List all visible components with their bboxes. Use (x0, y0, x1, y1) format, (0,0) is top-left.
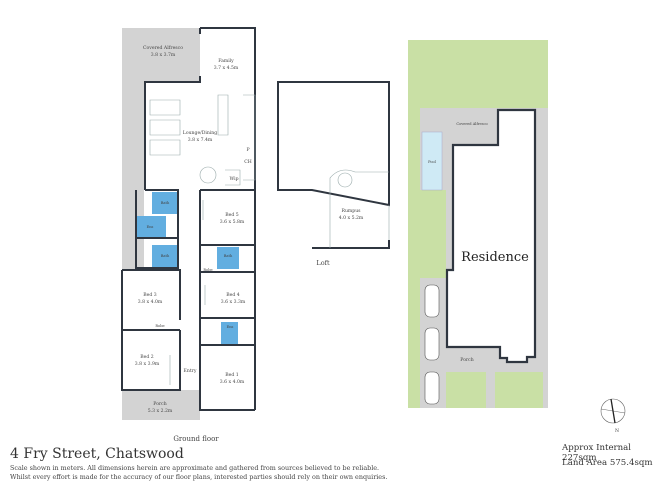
room-size: 3.8 x 3.7m (151, 52, 176, 58)
room-size: 4.0 x 5.2m (339, 215, 364, 221)
room-label: Bed 2 (140, 354, 153, 360)
walls (121, 27, 256, 411)
room-size: 3.8 x 3.9m (135, 361, 160, 367)
room-size: 3.6 x 3.3m (221, 299, 246, 305)
alfresco-area (122, 28, 200, 82)
area-label: Porch (460, 357, 473, 363)
loft-plan: Rumpus 4.0 x 5.2m Loft (277, 81, 390, 267)
room-label: Family (218, 58, 234, 64)
room-size: 3.8 x 4.0m (138, 299, 163, 305)
land-area: Land Area 575.4sqm (562, 458, 653, 468)
area-label: Covered Alfresco (456, 122, 487, 126)
room-label: CH (244, 159, 252, 165)
pool (421, 131, 443, 191)
room-size: 3.6 x 4.0m (220, 379, 245, 385)
residence-label: Residence (461, 250, 529, 265)
compass-icon: N (600, 398, 626, 434)
car-icon (424, 327, 440, 361)
cars (424, 284, 440, 405)
room-label: Covered Alfresco (143, 45, 183, 51)
side-path (122, 82, 144, 270)
bath-fill (217, 247, 239, 269)
floor-caption: Ground floor (173, 435, 219, 443)
room-label: Bath (161, 201, 170, 205)
rumpus-opening (329, 169, 390, 248)
room-label: Bed 4 (226, 292, 239, 298)
bath-fill (152, 192, 178, 214)
room-label: Bed 3 (143, 292, 156, 298)
room-label: Ens (147, 225, 154, 229)
room-label: Wip (229, 176, 238, 182)
internal-area: Approx Internal 227sqm (562, 443, 632, 463)
room-label: Ens (227, 325, 234, 329)
room-label: Lounge/Dining (183, 130, 217, 136)
room-label: Bed 1 (225, 372, 238, 378)
room-label: P (246, 147, 249, 153)
ensuite-fill (221, 322, 238, 344)
ground-floor-plan: Covered Alfresco 3.8 x 3.7m Family 3.7 x… (121, 27, 256, 443)
floor-caption: Loft (316, 259, 330, 267)
spiral-stair (199, 166, 217, 184)
room-size: 3.6 x 5.8m (220, 219, 245, 225)
room-size: 5.3 x 2.2m (148, 408, 173, 414)
room-label: Bed 5 (225, 212, 238, 218)
side-lawn (420, 190, 446, 278)
site-plan: Covered Alfresco Pool Residence Porch N (408, 40, 626, 434)
ensuite-fill (136, 216, 166, 238)
room-label: Bath (224, 254, 233, 258)
loft-walls (277, 81, 390, 249)
property-address: 4 Fry Street, Chatswood (10, 446, 184, 462)
front-garden (495, 372, 543, 408)
room-size: 3.8 x 7.4m (188, 137, 213, 143)
car-icon (424, 284, 440, 318)
room-label: Bath (161, 254, 170, 258)
room-label: Robe (155, 324, 164, 328)
room-label: Porch (153, 401, 166, 407)
fixtures (149, 94, 256, 385)
spiral-stair (337, 172, 353, 188)
front-lawn (446, 372, 486, 408)
disclaimer-line: Whilst every effort is made for the accu… (10, 473, 388, 481)
area-label: Pool (428, 160, 437, 164)
compass-north-label: N (615, 428, 619, 434)
disclaimer-line: Scale shown in meters. All dimensions he… (10, 464, 380, 472)
room-label: Entry (184, 368, 197, 374)
bath-fill (152, 245, 178, 267)
car-icon (424, 371, 440, 405)
porch-area (122, 390, 200, 420)
room-label: Rumpus (341, 208, 361, 214)
room-label: Robe (203, 268, 212, 272)
residence-outline (445, 108, 537, 364)
room-size: 3.7 x 4.5m (214, 65, 239, 71)
